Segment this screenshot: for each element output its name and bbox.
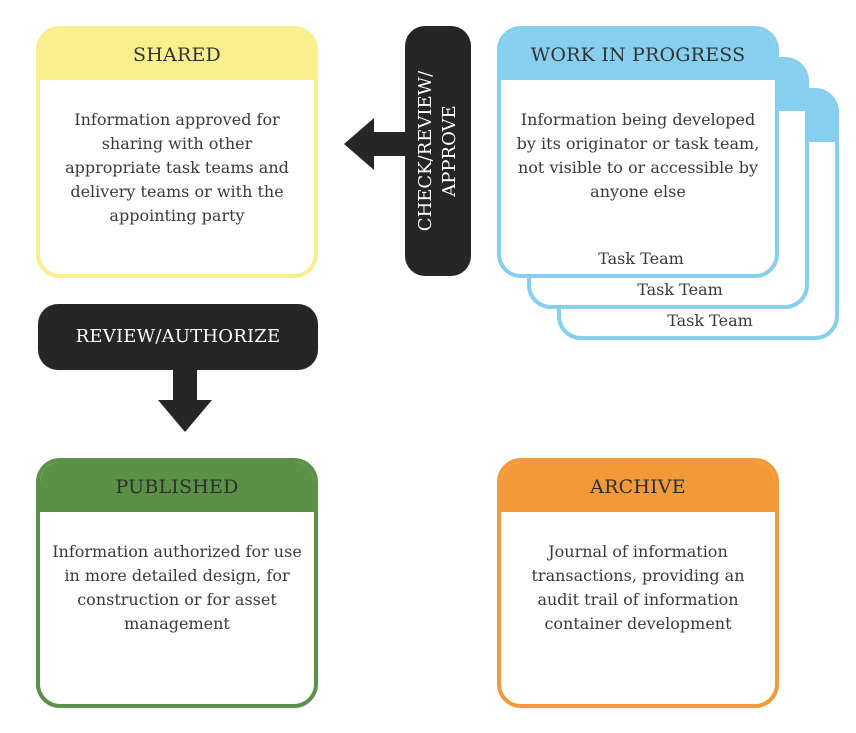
check-review-approve-label: CHECK/REVIEW/ APPROVE bbox=[414, 31, 462, 271]
task-team-label-2: Task Team bbox=[637, 280, 723, 299]
task-team-label-1: Task Team bbox=[598, 249, 684, 268]
shared-box: SHARED Information approved for sharing … bbox=[36, 26, 318, 278]
shared-description: Information approved for sharing with ot… bbox=[65, 110, 289, 225]
left-arrow-icon bbox=[344, 118, 408, 170]
work-in-progress-title: WORK IN PROGRESS bbox=[501, 30, 775, 80]
published-title: PUBLISHED bbox=[40, 462, 314, 512]
published-description: Information authorized for use in more d… bbox=[52, 542, 302, 633]
work-in-progress-card-1: WORK IN PROGRESS Information being devel… bbox=[497, 26, 779, 278]
work-in-progress-description: Information being developed by its origi… bbox=[516, 110, 760, 201]
archive-title: ARCHIVE bbox=[501, 462, 775, 512]
task-team-label-3: Task Team bbox=[667, 311, 753, 330]
down-arrow-icon bbox=[158, 368, 212, 432]
archive-description: Journal of information transactions, pro… bbox=[531, 542, 745, 633]
archive-box: ARCHIVE Journal of information transacti… bbox=[497, 458, 779, 708]
review-authorize-label: REVIEW/AUTHORIZE bbox=[75, 326, 281, 347]
check-review-approve-line2: APPROVE bbox=[439, 105, 460, 197]
check-review-approve-line1: CHECK/REVIEW/ bbox=[415, 70, 436, 232]
shared-title: SHARED bbox=[40, 30, 314, 80]
check-review-approve-step: CHECK/REVIEW/ APPROVE bbox=[405, 26, 471, 276]
review-authorize-step: REVIEW/AUTHORIZE bbox=[38, 304, 318, 370]
published-box: PUBLISHED Information authorized for use… bbox=[36, 458, 318, 708]
